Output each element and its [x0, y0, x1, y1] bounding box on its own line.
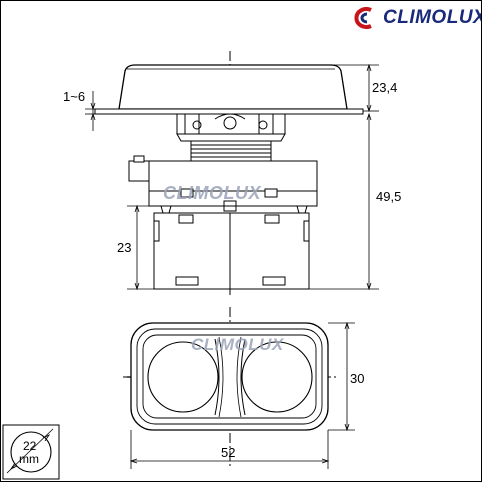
- watermark-side: CLIMOLUX: [163, 183, 261, 204]
- dim-contact-block-height: [127, 204, 154, 291]
- label-cap-height: 23,4: [372, 80, 397, 95]
- label-total-depth: 49,5: [376, 189, 401, 204]
- bezel-nut: [176, 113, 286, 142]
- dim-cap-height: [331, 63, 379, 113]
- brand-emblem-icon: [354, 7, 372, 29]
- watermark-side-text: CLIMOLUX: [163, 183, 261, 203]
- dim-front-width: [129, 430, 330, 469]
- badge-unit: mm: [19, 452, 39, 466]
- contact-block: [153, 212, 310, 290]
- dim-panel-thickness: [85, 91, 119, 131]
- adapter-body: [128, 155, 318, 214]
- mounting-panel: [94, 108, 364, 115]
- label-contact-block-height: 23: [117, 240, 131, 255]
- badge-value: 22: [23, 439, 37, 453]
- watermark-front-text: CLIMOLUX: [191, 335, 284, 354]
- hole-size-badge: [2, 424, 60, 480]
- label-front-height: 30: [350, 371, 364, 386]
- button-cap: [118, 64, 348, 110]
- brand-name: CLIMOLUX: [383, 7, 482, 28]
- label-front-width: 52: [221, 445, 235, 460]
- front-buttons: [147, 336, 313, 418]
- brand-logo: CLIMOLUX: [349, 5, 482, 31]
- dim-total-depth: [309, 112, 379, 291]
- dim-front-height: [328, 321, 355, 432]
- thread: [190, 140, 272, 162]
- label-panel-thickness: 1~6: [63, 89, 85, 104]
- watermark-front: CLIMOLUX: [191, 335, 284, 355]
